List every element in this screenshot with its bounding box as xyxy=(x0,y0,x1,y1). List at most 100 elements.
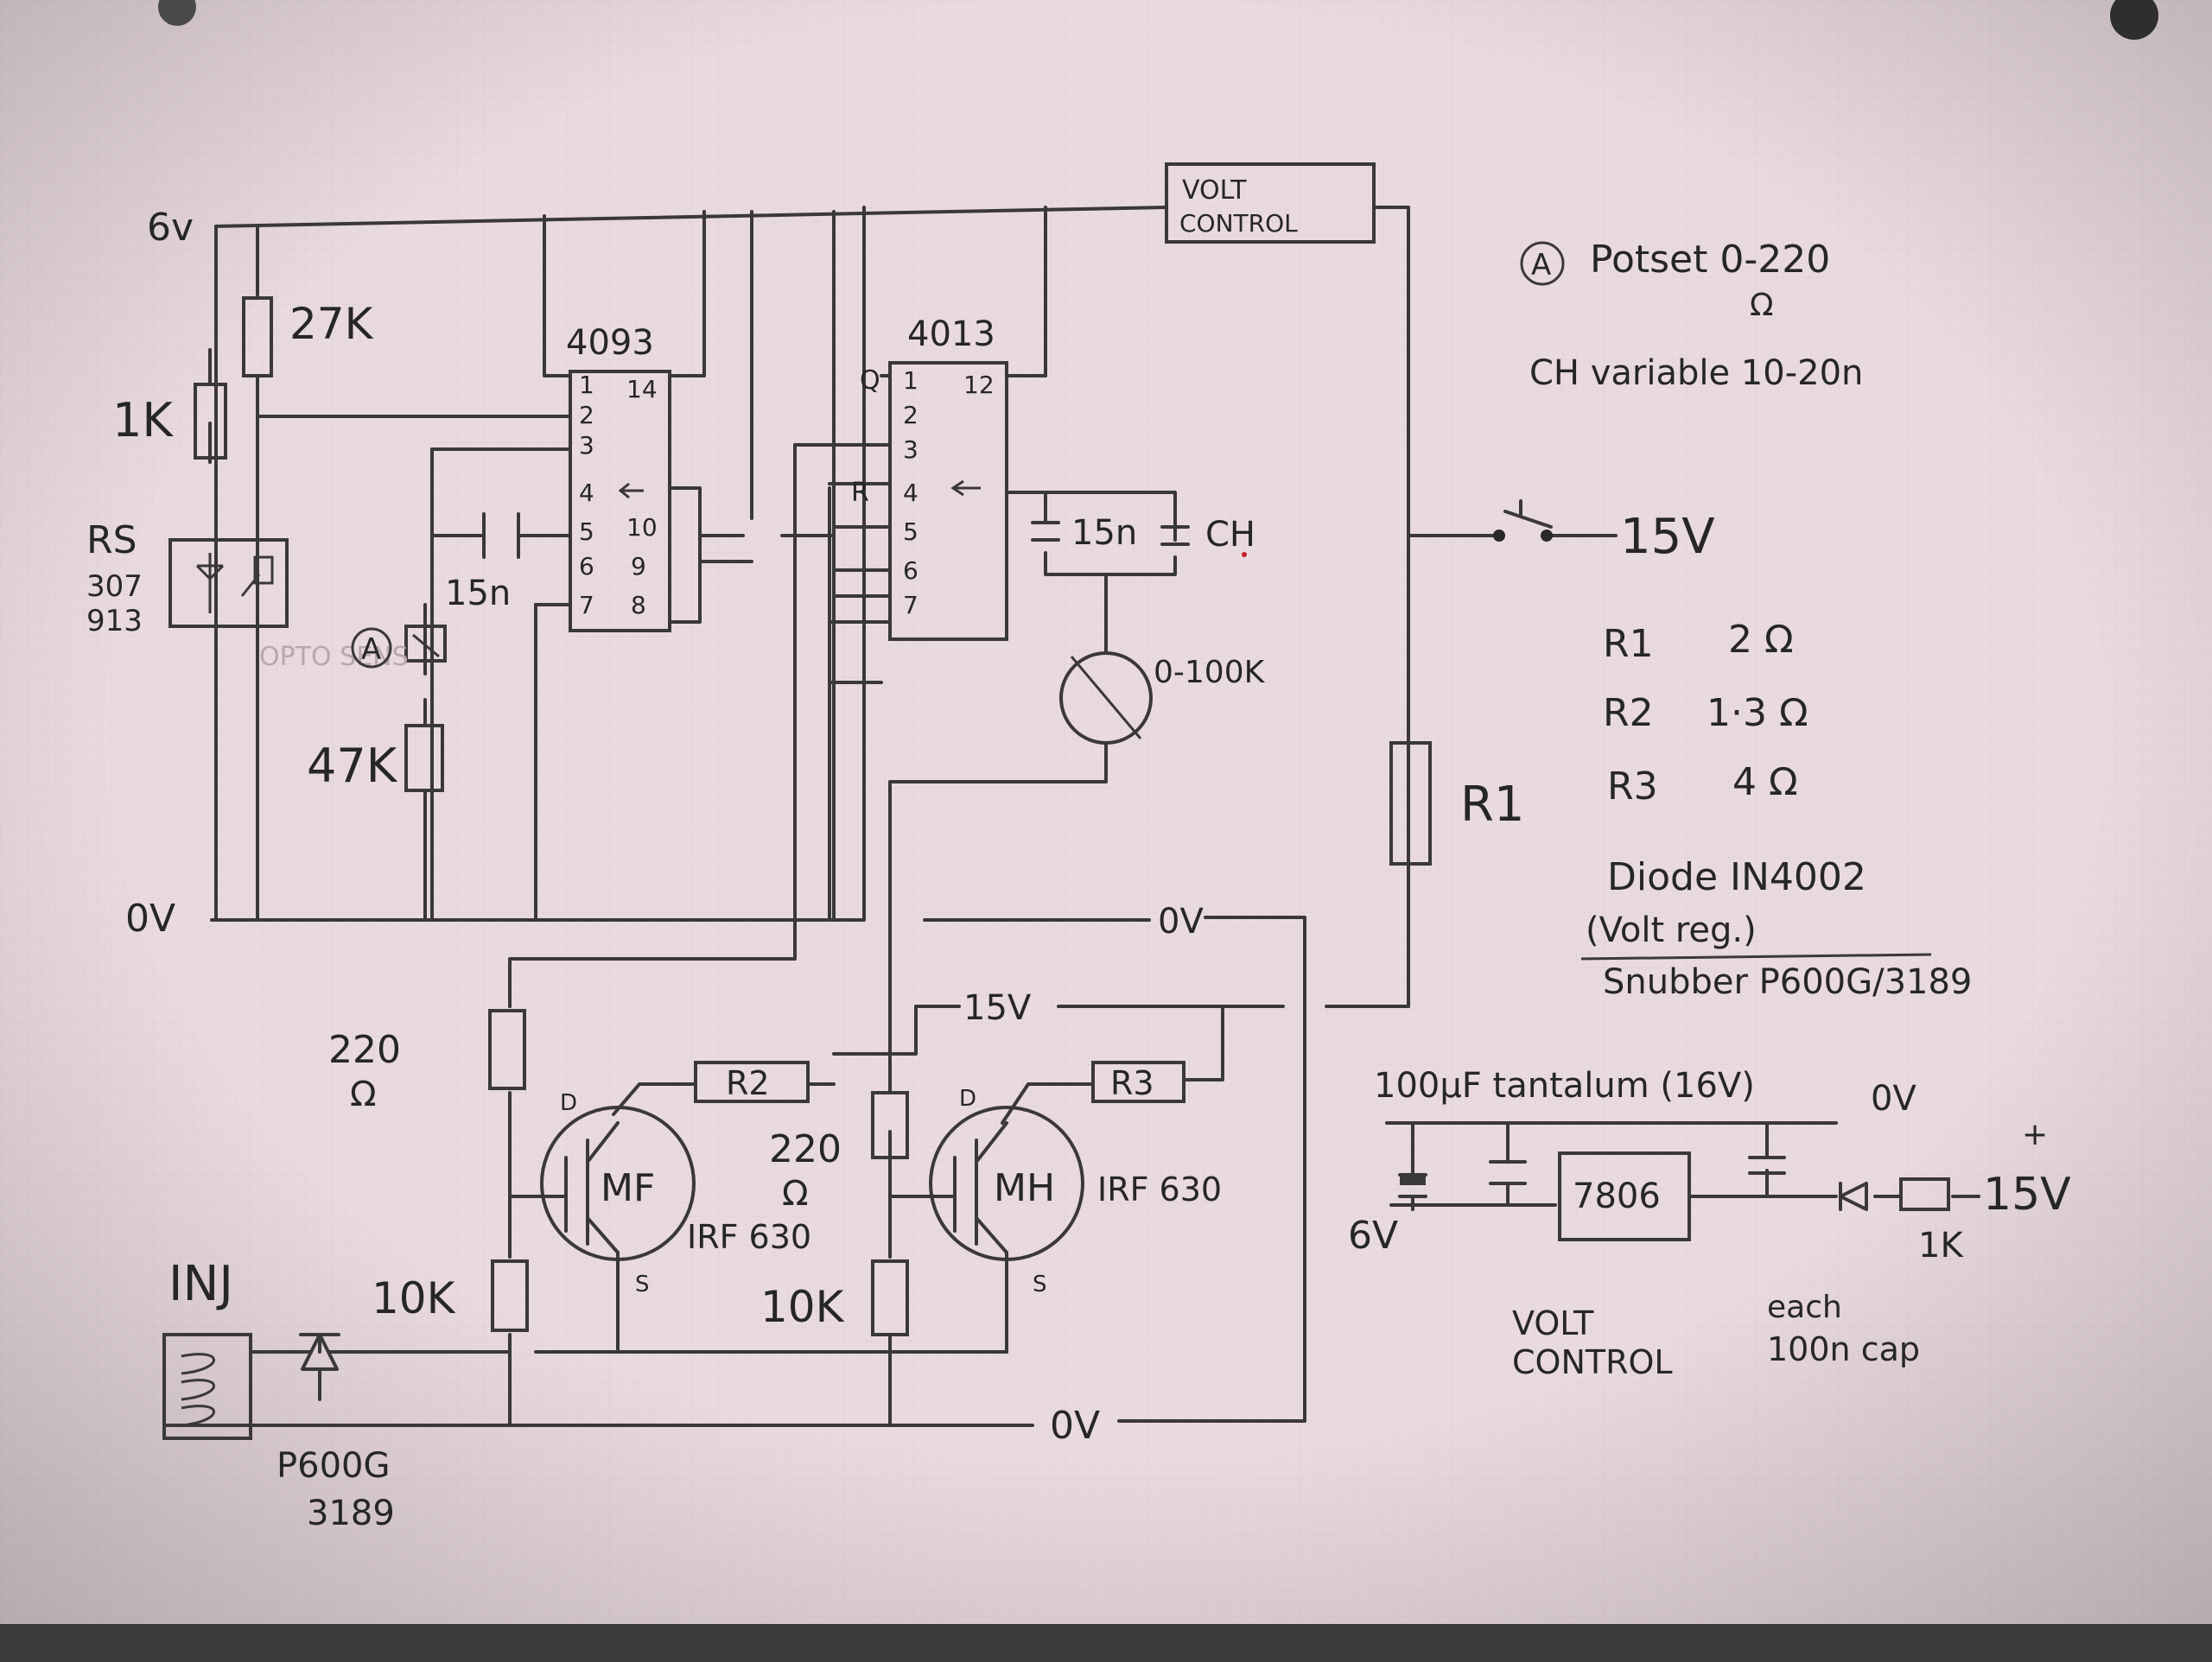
resistor-220-left xyxy=(488,1009,526,1090)
note-r2: R2 xyxy=(1603,691,1654,735)
label-10k-left: 10K xyxy=(372,1273,456,1323)
label-47k: 47K xyxy=(307,739,398,793)
ic-4013 xyxy=(888,361,1008,641)
label-irf630-left: IRF 630 xyxy=(687,1218,811,1256)
svg-text:1: 1 xyxy=(903,366,918,395)
label-220-right: 220 xyxy=(769,1127,842,1171)
label-rs-307: 307 xyxy=(86,569,143,604)
label-inj: INJ xyxy=(168,1256,233,1312)
note-r3-value: 4 Ω xyxy=(1732,760,1798,804)
note-potset-unit: Ω xyxy=(1750,288,1774,323)
label-0v-left: 0V xyxy=(125,897,175,941)
label-d-mf: D xyxy=(560,1090,577,1116)
reg-1k: 1K xyxy=(1918,1226,1964,1266)
reg-title1: VOLT xyxy=(1512,1304,1594,1342)
label-irf630-right: IRF 630 xyxy=(1097,1170,1222,1208)
label-10k-right: 10K xyxy=(760,1282,845,1332)
resistor-220-right xyxy=(871,1091,909,1159)
trim-pot xyxy=(404,625,447,663)
note-r2-value: 1·3 Ω xyxy=(1707,691,1808,735)
svg-text:8: 8 xyxy=(631,591,646,619)
resistor-1k xyxy=(194,383,227,460)
label-15n-right: 15n xyxy=(1071,513,1137,553)
svg-text:3: 3 xyxy=(579,431,594,460)
reg-6v: 6V xyxy=(1348,1214,1398,1258)
svg-text:10: 10 xyxy=(626,513,658,542)
note-ch: CH variable 10-20n xyxy=(1529,353,1863,393)
capacitor-100n-a xyxy=(1489,1160,1527,1185)
svg-text:4: 4 xyxy=(579,479,594,507)
ic-4013-pins: 1 2 3 4 5 6 7 12 xyxy=(903,366,995,619)
resistor-10k-right xyxy=(871,1259,909,1336)
reg-title2: CONTROL xyxy=(1512,1343,1673,1381)
volt-control-line2: CONTROL xyxy=(1179,209,1298,238)
svg-text:5: 5 xyxy=(579,517,594,546)
note-diode-sub: (Volt reg.) xyxy=(1586,910,1757,950)
label-r: R xyxy=(851,478,869,508)
resistor-27k xyxy=(242,296,273,377)
label-15v-switch: 15V xyxy=(1620,509,1715,565)
capacitor-100uf xyxy=(1398,1173,1427,1198)
svg-text:7: 7 xyxy=(903,591,918,619)
note-r3: R3 xyxy=(1607,764,1658,809)
note-r1: R1 xyxy=(1603,622,1654,666)
resistor-r2 xyxy=(694,1061,810,1103)
svg-text:12: 12 xyxy=(963,371,995,399)
punch-hole xyxy=(158,0,196,26)
label-27k: 27K xyxy=(289,299,374,349)
label-3189: 3189 xyxy=(307,1494,395,1533)
reg-15v: 15V xyxy=(1983,1169,2071,1221)
svg-text:9: 9 xyxy=(631,552,646,580)
reg-0v: 0V xyxy=(1871,1079,1916,1119)
label-mh: MH xyxy=(994,1166,1055,1210)
svg-text:5: 5 xyxy=(903,517,918,546)
label-6v: 6v xyxy=(147,206,194,250)
note-diode: Diode IN4002 xyxy=(1607,855,1866,899)
potentiometer-0-100k xyxy=(1059,651,1153,745)
label-1k: 1K xyxy=(112,393,174,447)
mosfet-mf xyxy=(540,1106,696,1261)
label-0-100k: 0-100K xyxy=(1154,655,1266,690)
label-4013: 4013 xyxy=(907,314,995,354)
label-ohm-left: Ω xyxy=(350,1075,377,1114)
reg-7806: 7806 xyxy=(1573,1177,1661,1216)
svg-text:6: 6 xyxy=(903,556,918,585)
punch-hole xyxy=(2110,0,2158,40)
label-p600g: P600G xyxy=(276,1446,390,1486)
reg-100n: 100n cap xyxy=(1767,1330,1920,1368)
label-ch: CH xyxy=(1205,515,1255,555)
volt-control-line1: VOLT xyxy=(1182,175,1247,206)
svg-text:14: 14 xyxy=(626,375,658,403)
capacitor-15n-left xyxy=(482,512,520,559)
ic-4093 xyxy=(569,370,671,632)
label-0v-bottom: 0V xyxy=(1050,1404,1100,1448)
reg-plus: + xyxy=(2022,1117,2048,1152)
label-r2: R2 xyxy=(726,1064,770,1102)
label-a-marker: A xyxy=(361,632,381,667)
note-a-marker: A xyxy=(1531,248,1551,282)
label-rs-913: 913 xyxy=(86,604,143,638)
volt-control-box xyxy=(1165,162,1376,244)
resistor-r1 xyxy=(1389,741,1432,866)
resistor-10k-left xyxy=(491,1259,529,1332)
resistor-47k xyxy=(404,724,444,792)
note-r1-value: 2 Ω xyxy=(1728,618,1794,662)
svg-text:6: 6 xyxy=(579,552,594,580)
label-15n-left: 15n xyxy=(445,574,511,613)
label-opto-faint: OPTO SENS xyxy=(259,642,409,672)
svg-text:1: 1 xyxy=(579,371,594,399)
label-r1: R1 xyxy=(1460,777,1525,833)
mosfet-mh xyxy=(929,1106,1084,1261)
capacitor-100n-b xyxy=(1748,1156,1786,1175)
diode-in4002 xyxy=(1839,1182,1868,1211)
regulator-7806 xyxy=(1558,1151,1691,1241)
label-ohm-right: Ω xyxy=(782,1174,809,1214)
injector-coil xyxy=(162,1333,252,1440)
label-0v-middle: 0V xyxy=(1158,902,1204,942)
note-snubber: Snubber P600G/3189 xyxy=(1603,962,1972,1002)
diode-p600g xyxy=(299,1333,340,1401)
svg-text:3: 3 xyxy=(903,435,918,464)
label-4093: 4093 xyxy=(566,323,654,363)
svg-text:2: 2 xyxy=(579,401,594,429)
